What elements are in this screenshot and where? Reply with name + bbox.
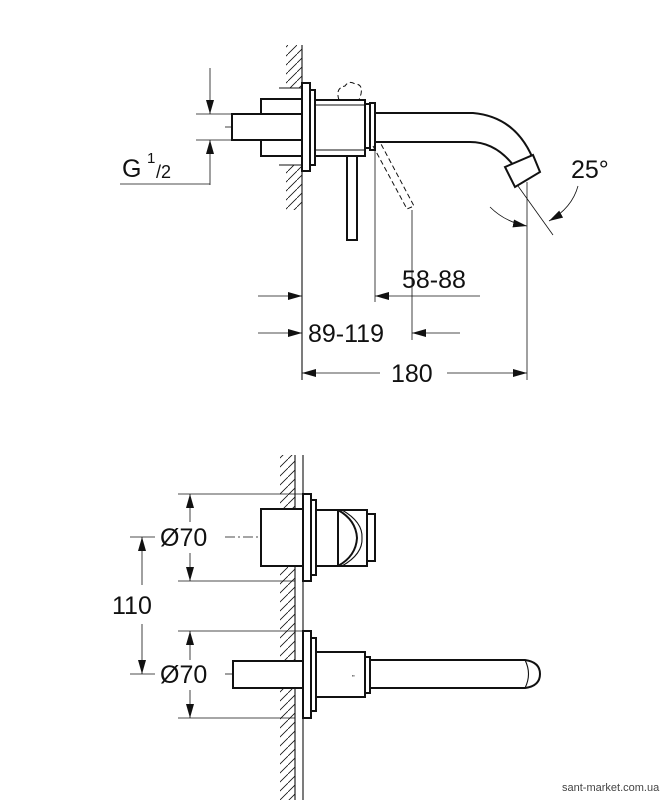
upper-diameter-dimension: Ø70	[160, 493, 303, 582]
lower-diameter-dimension: Ø70	[160, 630, 303, 719]
wall-section	[279, 45, 303, 380]
dim-depth-label: 89-119	[308, 320, 384, 348]
lever-handle	[346, 155, 358, 241]
depth-dimension: 89-119	[258, 320, 460, 348]
spout-side	[374, 112, 542, 189]
wall-front	[280, 455, 304, 800]
thread-label-sub: /2	[156, 162, 171, 182]
dia-lower-label: Ø70	[160, 661, 207, 689]
dim-total-label: 180	[391, 360, 433, 388]
thread-dimension: G 1 /2	[120, 68, 232, 185]
lever-dimension: 58-88	[258, 266, 480, 300]
watermark: sant-market.com.ua	[562, 782, 660, 794]
side-view: G 1 /2 25° 58-88 89-119 180	[120, 45, 609, 388]
angle-label: 25°	[571, 156, 609, 184]
front-view: ▪▪ Ø70 Ø70 110	[112, 455, 542, 800]
dim-lever-label: 58-88	[402, 266, 466, 294]
thread-label-sup: 1	[147, 150, 155, 167]
mixer-body-side	[225, 81, 415, 210]
dim-spacing-label: 110	[112, 592, 152, 620]
thread-label-main: G	[122, 155, 141, 183]
spacing-dimension: 110	[112, 536, 155, 675]
spout-unit-front: ▪▪	[232, 630, 542, 719]
dia-upper-label: Ø70	[160, 524, 207, 552]
total-dimension: 180	[302, 360, 527, 388]
angle-dimension: 25°	[489, 156, 609, 380]
handle-unit-front	[225, 493, 376, 582]
brand-mark: ▪▪	[352, 673, 355, 678]
